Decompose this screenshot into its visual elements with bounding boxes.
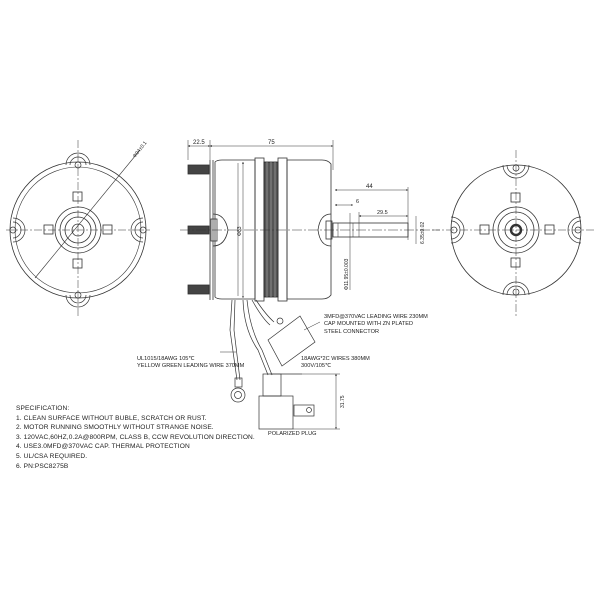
dim-stud-length: 22.5 <box>193 140 205 146</box>
dim-boss-diameter: Φ11.95±0.003 <box>344 258 350 290</box>
spec-item: 1. CLEAN SURFACE WITHOUT BUBLE, SCRATCH … <box>16 414 207 422</box>
ground-wire-line-1: UL1015/18AWG 105℃ <box>137 356 195 362</box>
capacitor-line-1: 3MFD@370VAC LEADING WIRE 230MM <box>324 314 428 320</box>
dim-shaft-shoulder: 6 <box>356 199 359 205</box>
left-end-view <box>6 140 150 318</box>
power-wires-line-1: 18AWG*2C WIRES 380MM <box>301 356 370 362</box>
spec-item: 3. 120VAC,60HZ,0.2A@800RPM, CLASS B, CCW… <box>16 433 255 441</box>
specification-title: SPECIFICATION: <box>16 405 70 412</box>
ground-wire-line-2: YELLOW GREEN LEADING WIRE 370MM <box>137 363 245 370</box>
capacitor-line-3: STEEL CONNECTOR <box>324 328 380 335</box>
capacitor-line-2: CAP MOUNTED WITH ZN PLATED <box>324 321 413 328</box>
dim-body-diameter: Φ83 <box>237 226 243 236</box>
spec-item: 4. USE3.0MFD@370VAC CAP. THERMAL PROTECT… <box>16 443 190 451</box>
wiring <box>220 299 340 430</box>
dim-plug: 31.75 <box>340 395 346 408</box>
capacitor-callout: 3MFD@370VAC LEADING WIRE 230MM CAP MOUNT… <box>324 314 428 336</box>
power-wires-line-2: 300V/105℃ <box>301 363 332 370</box>
specification-block: SPECIFICATION: 1. CLEAN SURFACE WITHOUT … <box>16 404 255 471</box>
spec-item: 2. MOTOR RUNNING SMOOTHLY WITHOUT STRANG… <box>16 424 214 432</box>
dim-body-length: 75 <box>268 140 275 146</box>
power-wires-callout: 18AWG*2C WIRES 380MM 300V/105℃ <box>301 356 370 371</box>
dim-bolt-circle: Φ94±0.1 <box>132 140 149 159</box>
spec-item: 6. PN:PSC8275B <box>16 462 69 470</box>
ground-wire-callout: UL1015/18AWG 105℃ YELLOW GREEN LEADING W… <box>137 356 244 371</box>
dim-shaft-diameter: 6.35±0.02 <box>420 222 426 244</box>
right-end-view <box>432 150 596 316</box>
spec-item: 5. UL/CSA REQUIRED. <box>16 452 88 460</box>
dim-shaft-extension: 44 <box>366 184 373 190</box>
side-view <box>180 140 440 302</box>
plug-label: POLARIZED PLUG <box>268 431 317 437</box>
dim-shaft-flat: 29.5 <box>377 210 388 216</box>
